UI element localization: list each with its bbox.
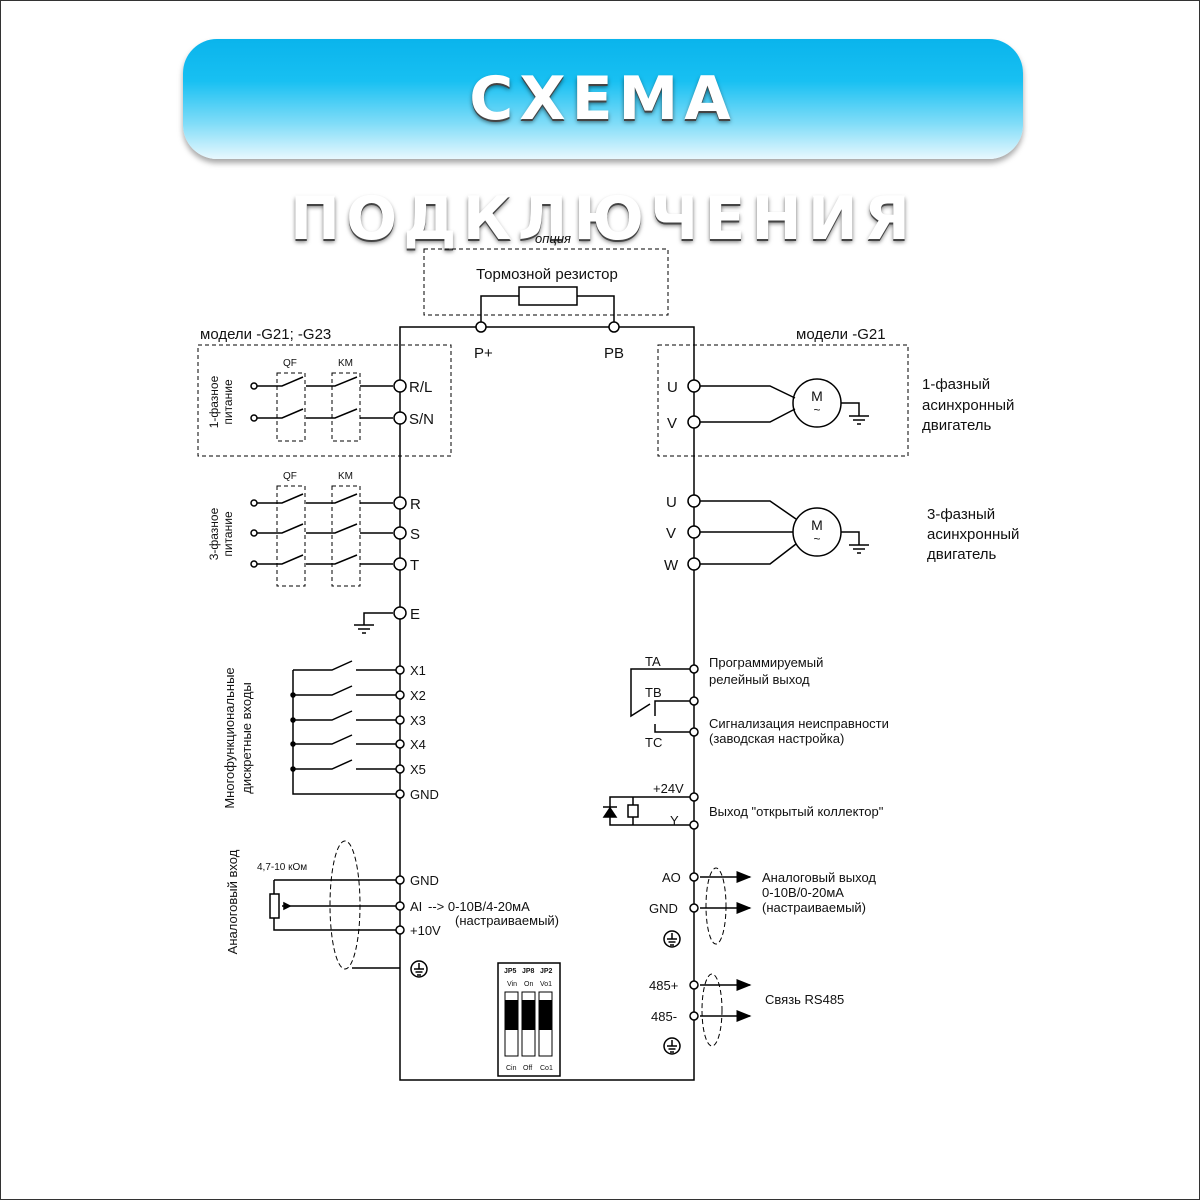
brake-option-box: [423, 248, 669, 316]
jumper-name-jp2: JP2: [540, 968, 553, 975]
brake-resistor: [518, 286, 578, 306]
terminal-s-n: S/N: [409, 411, 434, 428]
motor-3-tilde: ~: [813, 532, 820, 546]
pot-label: 4,7-10 кОм: [257, 862, 307, 873]
terminal-485-minus: 485-: [651, 1009, 677, 1024]
relay-desc-2: релейный выход: [709, 672, 810, 687]
terminal-e: E: [410, 606, 420, 623]
motor-3-symbol: M: [811, 517, 823, 533]
motor-1-desc-3: двигатель: [922, 417, 992, 434]
brake-resistor-label: Тормозной резистор: [476, 266, 618, 283]
ai-desc-2: (настраиваемый): [455, 913, 559, 928]
single-phase-box: [197, 344, 452, 457]
jumper-top-on: On: [524, 981, 533, 988]
motor-3-desc-3: двигатель: [927, 546, 997, 563]
single-phase-models-label: модели -G21; -G23: [200, 326, 331, 343]
terminal-v-3: V: [666, 525, 676, 542]
ao-desc-1: Аналоговый выход: [762, 870, 876, 885]
terminal-tc: TC: [645, 735, 662, 750]
km-label-1: KM: [338, 358, 353, 369]
open-collector-desc: Выход "открытый коллектор": [709, 804, 884, 819]
title-banner: СХЕМА ПОДКЛЮЧЕНИЯ: [183, 39, 1023, 254]
terminal-tb: TB: [645, 685, 662, 700]
relay-desc-1: Программируемый: [709, 655, 823, 670]
option-label: опция: [535, 231, 571, 246]
terminal-gnd-di: GND: [410, 787, 439, 802]
analog-input-label: Аналоговый вход: [225, 849, 240, 954]
km-label-3: KM: [338, 471, 353, 482]
jumper-name-jp5: JP5: [504, 968, 517, 975]
terminal-485-plus: 485+: [649, 978, 678, 993]
qf-label-1: QF: [283, 358, 297, 369]
terminal-ta: TA: [645, 654, 661, 669]
single-phase-supply-label-2: питание: [221, 379, 235, 425]
motor-1-symbol: M: [811, 388, 823, 404]
terminal-ao: AO: [662, 870, 681, 885]
motor-1-tilde: ~: [813, 403, 820, 417]
page-title: СХЕМА ПОДКЛЮЧЕНИЯ: [289, 64, 917, 254]
terminal-gnd-ai: GND: [410, 873, 439, 888]
terminal-y: Y: [670, 813, 679, 828]
ai-desc-1: --> 0-10В/4-20мА: [428, 899, 530, 914]
jumper-block: [504, 991, 553, 1057]
motor-models-label: модели -G21: [796, 326, 886, 343]
terminal-x5: X5: [410, 762, 426, 777]
ao-desc-2: 0-10В/0-20мА: [762, 885, 844, 900]
terminal-plus10v: +10V: [410, 923, 441, 938]
three-phase-supply-label-1: 3-фазное: [207, 507, 221, 560]
terminal-t: T: [410, 557, 419, 574]
terminal-x2: X2: [410, 688, 426, 703]
jumper-bottom-cin: Cin: [506, 1065, 517, 1072]
digital-inputs-label-2: дискретные входы: [239, 682, 254, 794]
jumper-name-jp8: JP8: [522, 968, 535, 975]
motor-1-desc-2: асинхронный: [922, 397, 1014, 414]
terminal-x1: X1: [410, 663, 426, 678]
terminal-u-1: U: [667, 379, 678, 396]
motor-3-desc-2: асинхронный: [927, 526, 1019, 543]
motor-1-desc-1: 1-фазный: [922, 376, 990, 393]
terminal-v-1: V: [667, 415, 677, 432]
motor-3-desc-1: 3-фазный: [927, 506, 995, 523]
single-phase-supply-label-1: 1-фазное: [207, 375, 221, 428]
ao-desc-3: (настраиваемый): [762, 900, 866, 915]
terminal-gnd-ao: GND: [649, 901, 678, 916]
terminal-u-3: U: [666, 494, 677, 511]
terminal-x4: X4: [410, 737, 426, 752]
terminal-pb: PB: [604, 345, 624, 362]
jumper-top-vin: Vin: [507, 981, 517, 988]
terminal-x3: X3: [410, 713, 426, 728]
terminal-s: S: [410, 526, 420, 543]
relay-desc-3: Сигнализация неисправности: [709, 716, 889, 731]
terminal-r-l: R/L: [409, 379, 432, 396]
jumper-top-vo1: Vo1: [540, 981, 552, 988]
terminal-ai: AI: [410, 899, 422, 914]
relay-desc-4: (заводская настройка): [709, 731, 844, 746]
jumper-bottom-co1: Co1: [540, 1065, 553, 1072]
rs485-desc: Связь RS485: [765, 992, 844, 1007]
terminal-plus24v: +24V: [653, 781, 684, 796]
jumper-bottom-off: Off: [523, 1065, 532, 1072]
three-phase-supply-label-2: питание: [221, 511, 235, 557]
digital-inputs-label-1: Многофункциональные: [222, 667, 237, 808]
single-phase-motor-box: [657, 344, 909, 457]
terminal-p-plus: P+: [474, 345, 493, 362]
terminal-w-3: W: [664, 557, 679, 574]
qf-label-3: QF: [283, 471, 297, 482]
terminal-r: R: [410, 496, 421, 513]
